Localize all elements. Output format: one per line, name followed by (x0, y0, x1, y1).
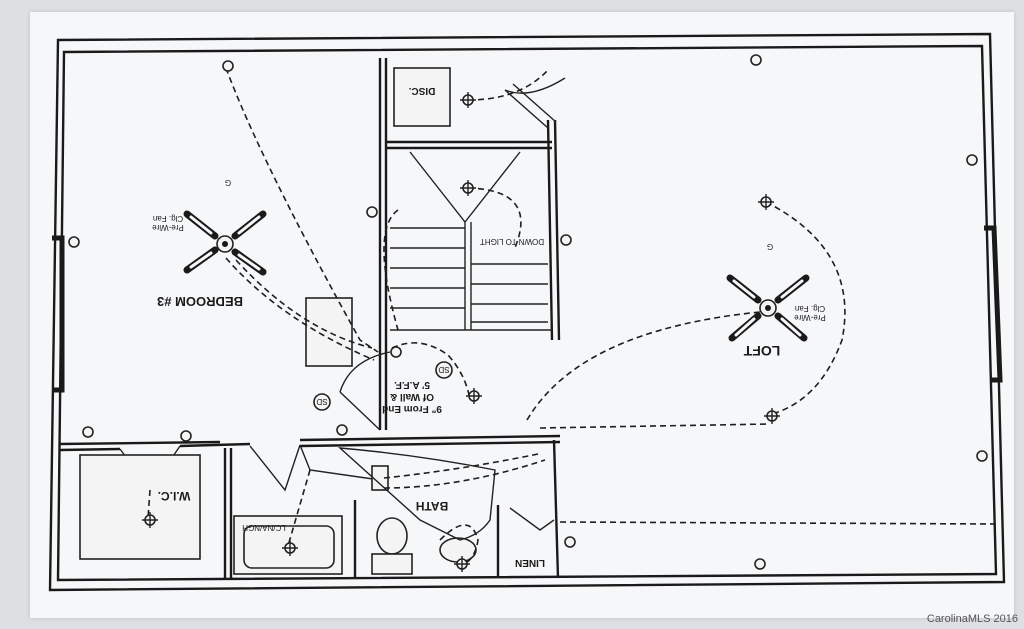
loft-light-icon (758, 194, 774, 210)
light-fixtures (142, 92, 780, 572)
smoke-detectors: SD SD (313, 361, 453, 411)
loft-fan-note-1: Clg. Fan (795, 304, 825, 313)
tub-label: LC/NA/NGH (242, 523, 286, 532)
loft-label: LOFT (743, 343, 780, 359)
wic-label: W.I.C. (158, 489, 191, 503)
stair-light-label: DOWN TO LIGHT (480, 237, 544, 246)
vanity-light-icon (454, 556, 470, 572)
disconnect-box (393, 67, 451, 127)
bedroom-fan-symbol: G (225, 178, 231, 187)
labels: BEDROOM #3 LOFT BATH W.I.C. LINEN DISC. … (152, 85, 826, 568)
smoke-label-1: SD (316, 397, 327, 406)
ceiling-fan-loft-icon (726, 274, 810, 342)
linen-label: LINEN (515, 557, 545, 568)
wic-shelf (79, 454, 201, 560)
toilet (376, 517, 408, 555)
smoke-label-2: SD (438, 365, 449, 374)
smoke-detector-2-icon: SD (435, 361, 453, 379)
bedroom-fan-note-2: Pre-Wire (152, 223, 184, 232)
hall-light-icon (466, 388, 482, 404)
stair-light-icon (460, 92, 476, 108)
wiring (147, 67, 846, 566)
smoke-detector-1-icon: SD (313, 393, 331, 411)
bedroom-label: BEDROOM #3 (157, 294, 243, 309)
watermark: CarolinaMLS 2016 (926, 613, 1018, 625)
bedroom-cabinet (305, 297, 353, 367)
height-note-2: Of Wall & (390, 391, 434, 402)
vanity (337, 447, 496, 541)
bath-label: BATH (416, 499, 448, 513)
stair-light-2-icon (460, 180, 476, 196)
loft-fan-symbol: G (767, 242, 773, 251)
loft-fan-note-2: Pre-Wire (794, 313, 826, 322)
staircase (390, 151, 552, 331)
wic-light-icon (142, 512, 158, 528)
disc-label: DISC. (408, 85, 435, 96)
exterior-walls (48, 32, 1006, 592)
fixtures (79, 67, 496, 575)
bedroom-fan-note-1: Clg. Fan (153, 214, 183, 223)
bath-light-icon (282, 540, 298, 556)
height-note-1: 9" From End (382, 403, 442, 414)
ceiling-fan-bedroom-icon (183, 210, 267, 276)
outlets (68, 54, 988, 570)
interior-walls (59, 58, 997, 579)
height-note-3: 5' A.F.F. (394, 379, 430, 390)
loft-light-2-icon (764, 408, 780, 424)
